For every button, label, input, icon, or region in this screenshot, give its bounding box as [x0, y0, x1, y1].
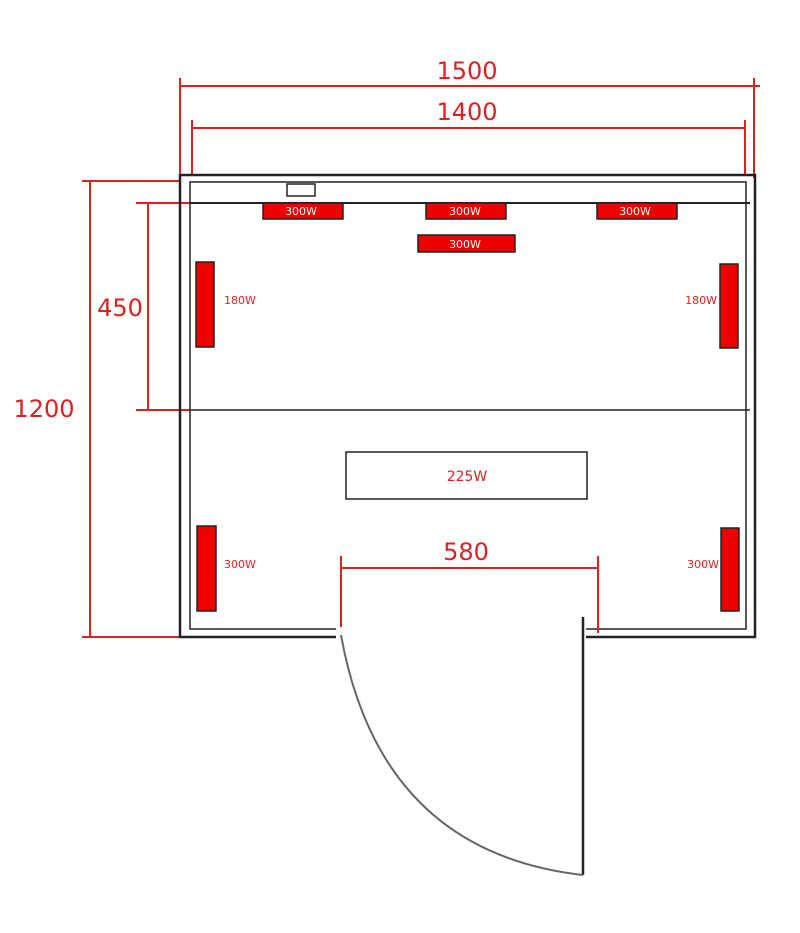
heater-back-center-label: 300W	[449, 205, 481, 218]
door-swing-arc	[340, 634, 584, 876]
heater-side-upper-right: 180W	[685, 263, 739, 349]
heater-back-left-label: 300W	[285, 205, 317, 218]
heater-side-upper-left: 180W	[195, 261, 256, 348]
bench-depth-label: 450	[97, 294, 143, 322]
heater-side-lower-right-label: 300W	[687, 558, 719, 571]
heater-side-upper-right-panel	[719, 263, 739, 349]
heater-side-upper-left-panel	[195, 261, 215, 348]
heater-back-left: 300W	[262, 202, 344, 220]
heater-back-right-panel	[596, 202, 678, 220]
heater-side-lower-left: 300W	[196, 525, 256, 612]
heater-floor-label: 225W	[447, 469, 488, 485]
control-panel	[286, 183, 316, 197]
heater-floor: 225W	[345, 451, 588, 500]
dimension-inner-width: 1400	[191, 98, 746, 175]
door-width-label: 580	[443, 538, 489, 566]
heater-floor-panel	[345, 451, 588, 500]
inner-width-label: 1400	[436, 98, 497, 126]
heater-back-right-label: 300W	[619, 205, 651, 218]
heater-back-center-panel	[425, 202, 507, 220]
heater-back-right: 300W	[596, 202, 678, 220]
outer-width-label: 1500	[436, 57, 497, 85]
heater-side-upper-left-label: 180W	[224, 294, 256, 307]
heater-bench-center: 300W	[417, 234, 516, 253]
dimension-bench-depth: 450	[97, 202, 190, 411]
dimension-outer-width: 1500	[179, 57, 760, 178]
heater-back-center: 300W	[425, 202, 507, 220]
dimension-door-width: 580	[340, 538, 599, 633]
heater-back-left-panel	[262, 202, 344, 220]
dimension-depth: 1200	[13, 180, 180, 638]
heater-bench-center-panel	[417, 234, 516, 253]
heater-side-lower-right-panel	[720, 527, 740, 612]
door-opening	[336, 627, 586, 641]
heater-bench-center-label: 300W	[449, 238, 481, 251]
heater-side-lower-left-label: 300W	[224, 558, 256, 571]
heater-side-lower-right: 300W	[687, 527, 740, 612]
heater-side-upper-right-label: 180W	[685, 294, 717, 307]
heater-side-lower-left-panel	[196, 525, 217, 612]
door	[336, 617, 586, 876]
depth-label: 1200	[13, 395, 74, 423]
